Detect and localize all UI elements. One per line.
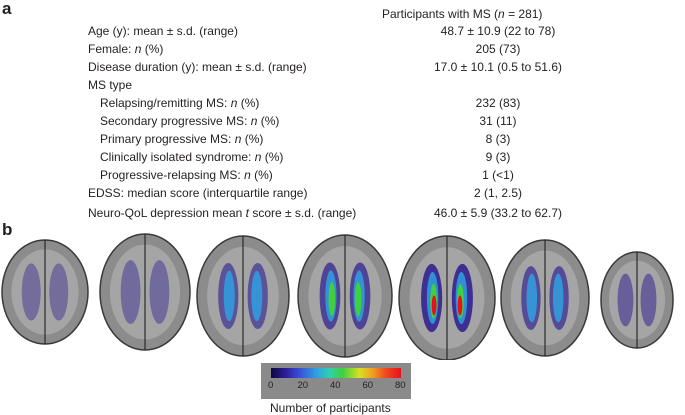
colorbar-tick: 20: [297, 380, 309, 391]
table-row: Relapsing/remitting MS: n (%) 232 (83): [88, 94, 608, 112]
colorbar-tick: 60: [362, 380, 374, 391]
row-label: Age (y): mean ± s.d. (range): [88, 24, 238, 38]
brain-slice: [297, 234, 393, 358]
row-value: 232 (83): [475, 96, 521, 110]
header-n: n: [498, 7, 505, 21]
row-value: 8 (3): [485, 132, 511, 146]
brain-slices-figure: [1, 233, 674, 360]
table-row: EDSS: median score (interquartile range)…: [88, 184, 608, 202]
row-label: Relapsing/remitting MS: n (%): [100, 96, 260, 110]
colorbar-tick: 0: [268, 380, 274, 391]
brain-slice: [398, 235, 496, 360]
header-prefix: Participants with MS (: [382, 7, 499, 21]
row-value: 2 (1, 2.5): [473, 186, 523, 200]
row-label: Clinically isolated syndrome: n (%): [100, 150, 284, 164]
colorbar-tick: 80: [395, 380, 406, 391]
row-label: MS type: [88, 78, 133, 92]
panel-b-label: b: [2, 220, 13, 239]
row-value: 205 (73): [475, 42, 521, 56]
colorbar-gradient: [271, 368, 401, 378]
table-row: Secondary progressive MS: n (%) 31 (11): [88, 112, 608, 130]
brain-slice: [99, 233, 191, 351]
brain-slice: [1, 239, 89, 345]
row-label: Primary progressive MS: n (%): [100, 132, 264, 146]
row-value: 17.0 ± 10.1 (0.5 to 51.6): [433, 60, 562, 74]
row-label: Disease duration (y): mean ± s.d. (range…: [88, 60, 307, 74]
row-value: 9 (3): [485, 150, 511, 164]
brain-slice: [600, 251, 674, 349]
table-header: Participants with MS (n = 281): [382, 5, 542, 23]
panel-a-label: a: [2, 0, 12, 18]
table-row: Age (y): mean ± s.d. (range) 48.7 ± 10.9 …: [88, 22, 608, 40]
row-value: 31 (11): [479, 114, 517, 128]
colorbar-title: Number of participants: [270, 401, 391, 415]
table-row: Neuro-QoL depression mean t score ± s.d.…: [88, 204, 608, 222]
row-label: Progressive-relapsing MS: n (%): [100, 168, 273, 182]
table-row: Female: n (%) 205 (73): [88, 40, 608, 58]
row-label: Neuro-QoL depression mean t score ± s.d.…: [88, 206, 357, 220]
table-row: Progressive-relapsing MS: n (%) 1 (<1): [88, 166, 608, 184]
table-row: MS type: [88, 76, 608, 94]
row-value: 46.0 ± 5.9 (33.2 to 62.7): [433, 206, 562, 220]
row-value: 48.7 ± 10.9 (22 to 78): [440, 24, 556, 38]
header-suffix: = 281): [504, 7, 543, 21]
row-label: Secondary progressive MS: n (%): [100, 114, 280, 128]
brain-slice: [196, 235, 290, 357]
table-row: Primary progressive MS: n (%) 8 (3): [88, 130, 608, 148]
colorbar-tick: 40: [330, 380, 341, 391]
row-label: Female: n (%): [88, 42, 164, 56]
table-row: Disease duration (y): mean ± s.d. (range…: [88, 58, 608, 76]
colorbar: 0 20 40 60 80: [261, 363, 411, 399]
table-row: Clinically isolated syndrome: n (%) 9 (3): [88, 148, 608, 166]
brain-slice: [500, 239, 590, 357]
row-label: EDSS: median score (interquartile range): [88, 186, 308, 200]
row-value: 1 (<1): [482, 168, 514, 182]
